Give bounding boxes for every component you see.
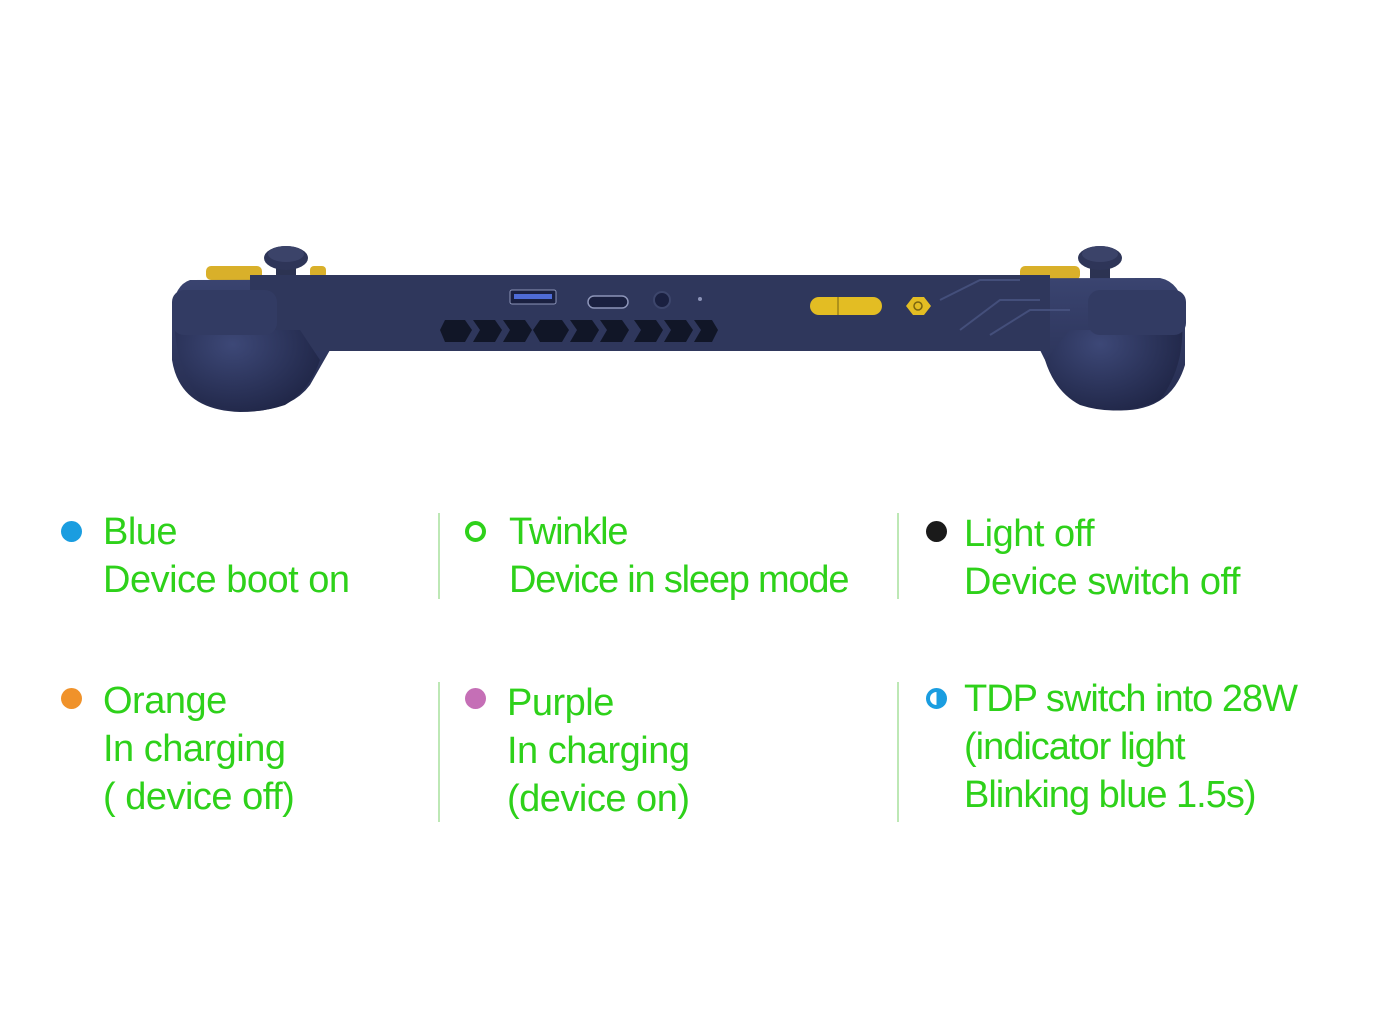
legend-note: (device on) bbox=[507, 778, 690, 820]
legend-title: Blue bbox=[103, 511, 178, 553]
legend-title: TDP switch into 28W bbox=[964, 678, 1298, 720]
black-dot-icon bbox=[926, 521, 947, 542]
legend-desc: (indicator light bbox=[964, 726, 1186, 768]
legend-desc: In charging bbox=[103, 728, 286, 770]
divider bbox=[897, 513, 899, 599]
legend-title: Light off bbox=[964, 513, 1095, 555]
divider bbox=[897, 682, 899, 822]
half-blue-dot-icon bbox=[926, 688, 947, 709]
legend-title: Purple bbox=[507, 682, 614, 724]
legend-note: Blinking blue 1.5s) bbox=[964, 774, 1257, 816]
legend-desc: Device switch off bbox=[964, 561, 1240, 603]
blue-dot-icon bbox=[61, 521, 82, 542]
twinkle-ring-icon bbox=[465, 521, 486, 542]
divider bbox=[438, 682, 440, 822]
legend-desc: Device in sleep mode bbox=[509, 559, 850, 601]
legend-title: Twinkle bbox=[509, 511, 629, 553]
legend-desc: In charging bbox=[507, 730, 690, 772]
orange-dot-icon bbox=[61, 688, 82, 709]
divider bbox=[438, 513, 440, 599]
legend-title: Orange bbox=[103, 680, 227, 722]
legend-note: ( device off) bbox=[103, 776, 295, 818]
purple-dot-icon bbox=[465, 688, 486, 709]
legend-desc: Device boot on bbox=[103, 559, 350, 601]
handheld-console-image bbox=[0, 0, 1400, 460]
